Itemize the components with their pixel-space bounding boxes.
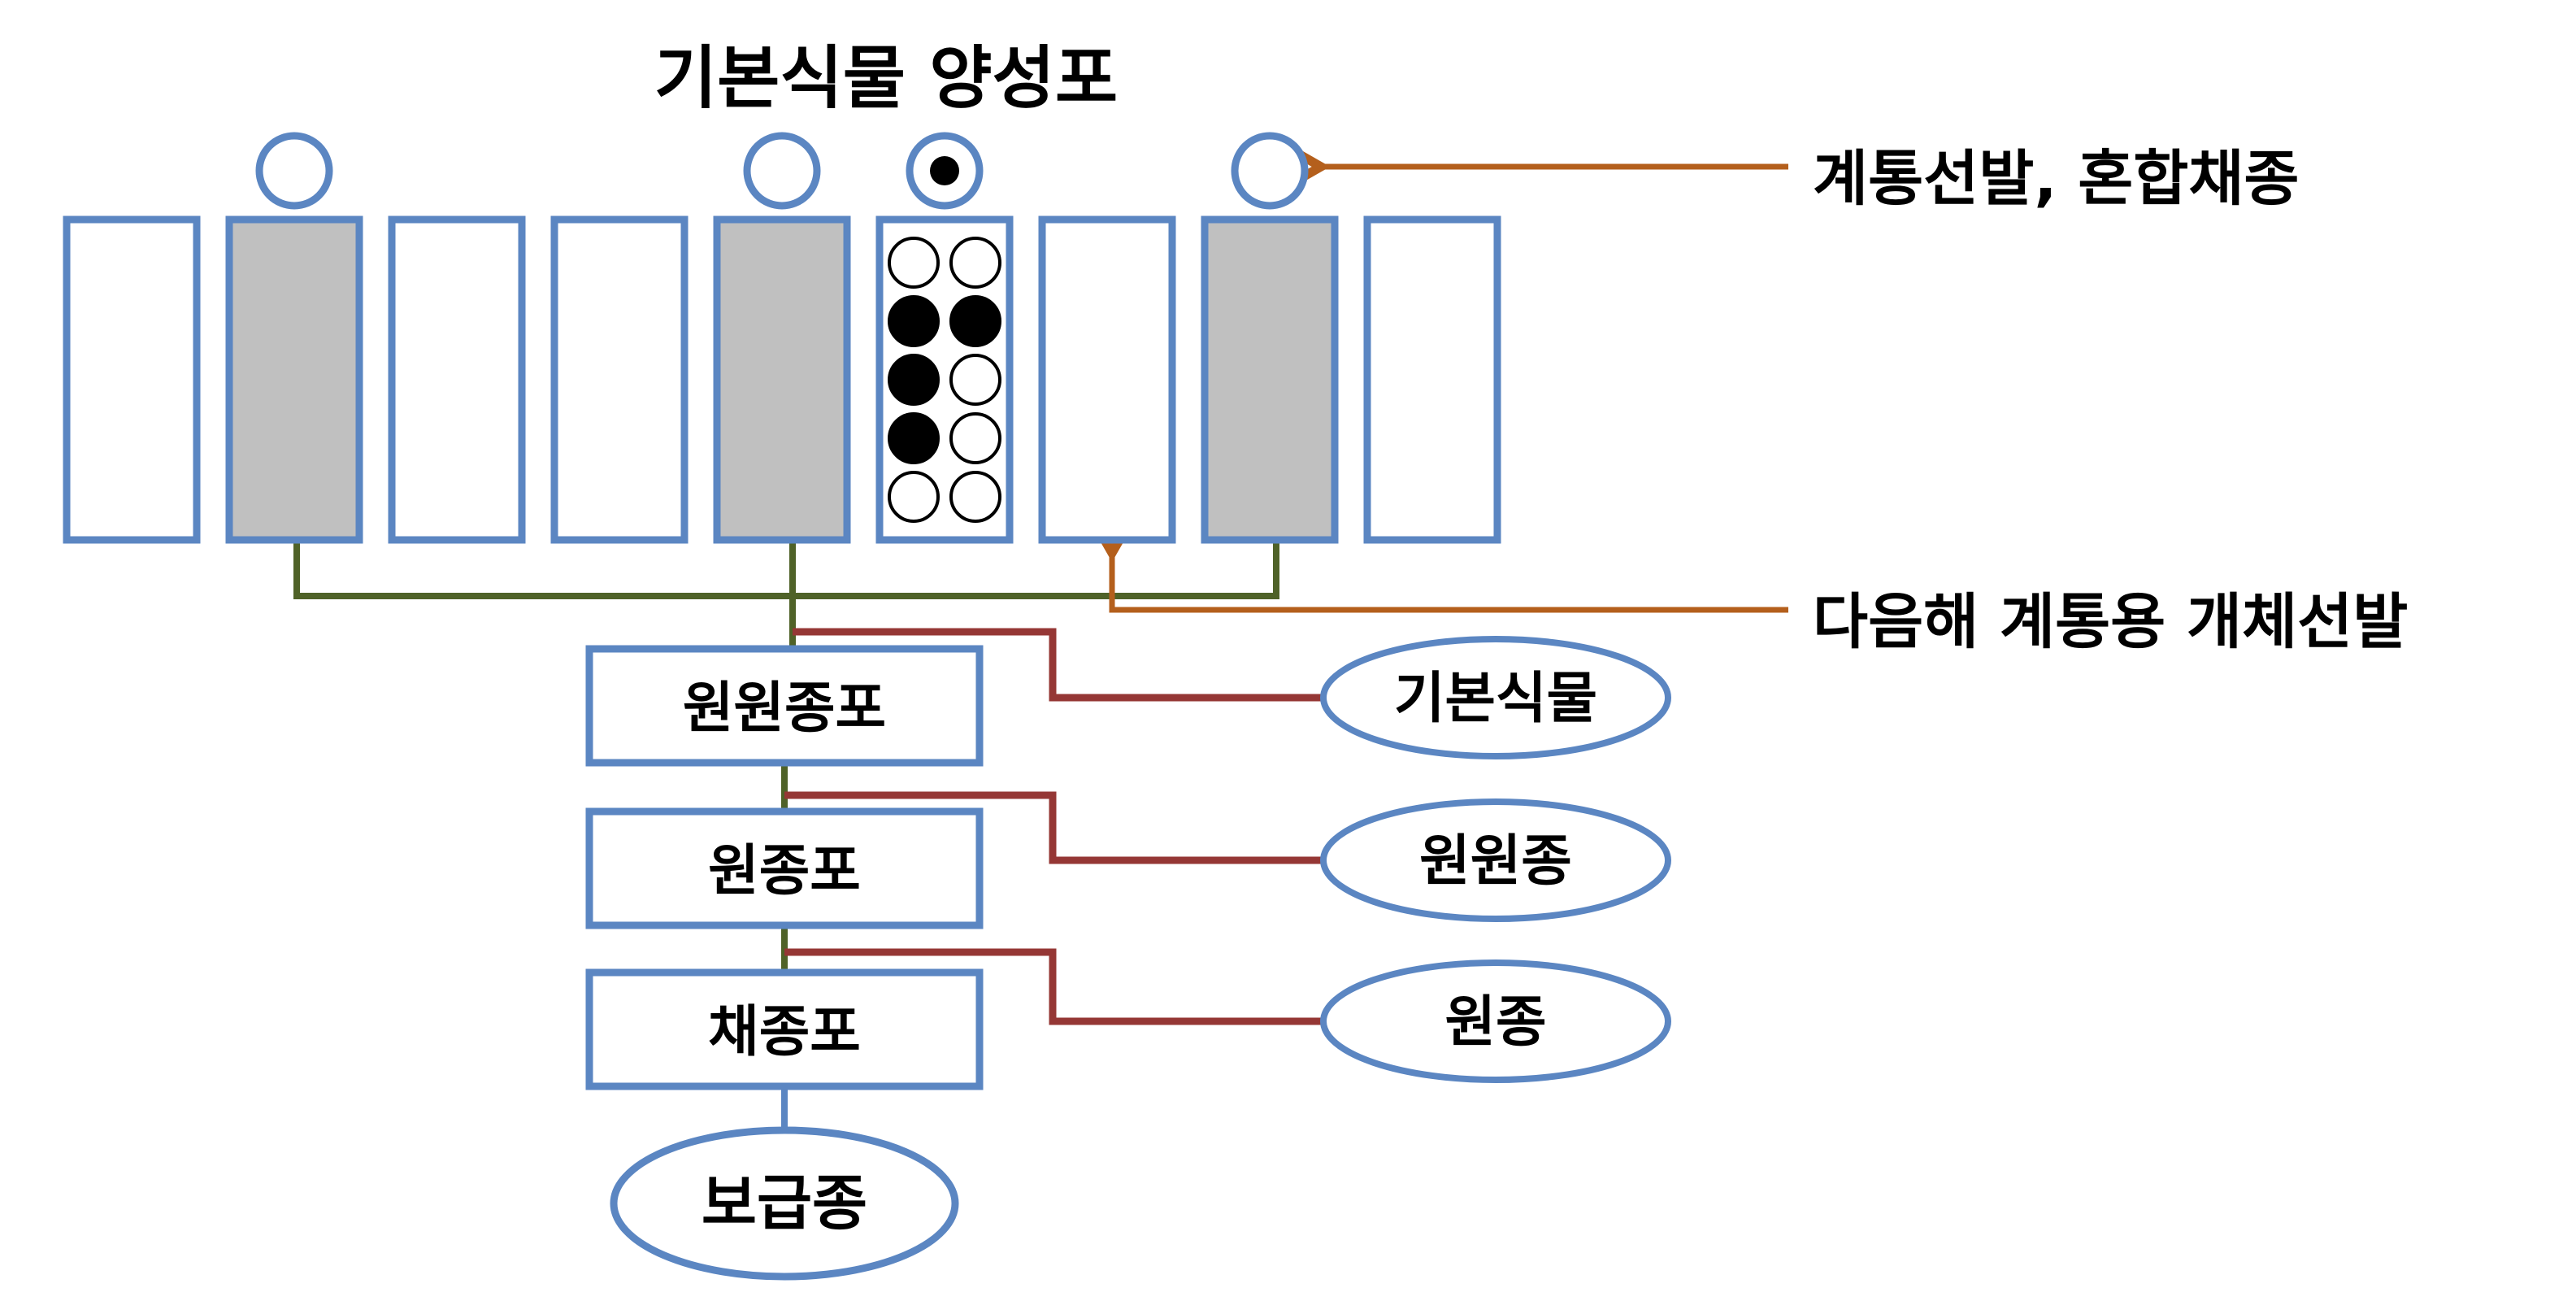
- nursery-plot: [1038, 215, 1176, 544]
- final-seed-label: 보급종: [702, 1168, 867, 1238]
- field-box: [585, 645, 984, 767]
- red-line-stage-3: [784, 948, 1325, 1025]
- annotation-line-selection: 계통선발, 혼합채종: [1813, 144, 2300, 214]
- field-label: 원원종포: [683, 677, 886, 741]
- red-line-stage-2: [784, 791, 1325, 864]
- selection-marker: [255, 132, 333, 210]
- open-plant-dot: [949, 471, 1001, 523]
- breeding-nursery: [63, 132, 1501, 544]
- field-box: [585, 807, 984, 929]
- selected-plot: [713, 215, 851, 544]
- selection-marker: [743, 132, 821, 210]
- title: 기본식물 양성포: [654, 38, 1118, 118]
- seed-label: 기본식물: [1394, 667, 1597, 731]
- field-label: 채종포: [708, 1000, 861, 1064]
- open-plant-dot: [888, 237, 940, 289]
- annotation-next-year-selection: 다음해 계통용 개체선발: [1813, 587, 2408, 657]
- seed-label: 원종: [1444, 990, 1546, 1055]
- seed-ellipse: [1320, 636, 1671, 759]
- nursery-plot: [1363, 215, 1501, 544]
- filled-plant-dot: [949, 295, 1001, 347]
- nursery-plot: [550, 215, 689, 544]
- seed-label: 원원종: [1419, 829, 1572, 894]
- open-plant-dot: [888, 471, 940, 523]
- open-plant-dot: [949, 412, 1001, 464]
- seed-ellipse: [1320, 798, 1671, 922]
- selected-plot: [225, 215, 363, 544]
- filled-plant-dot: [888, 295, 940, 347]
- field-label: 원종포: [708, 839, 861, 903]
- selection-marker-dot: [930, 156, 959, 185]
- nursery-plot: [63, 215, 201, 544]
- red-line-stage-1: [793, 628, 1325, 702]
- green-bracket: [293, 540, 1279, 599]
- selection-marker: [1231, 132, 1309, 210]
- open-plant-dot: [949, 354, 1001, 406]
- filled-plant-dot: [888, 412, 940, 464]
- open-plant-dot: [949, 237, 1001, 289]
- arrow-next-year-selection: [1085, 511, 1788, 613]
- nursery-plot: [388, 215, 526, 544]
- field-box: [585, 968, 984, 1090]
- selected-plot: [1201, 215, 1339, 544]
- filled-plant-dot: [888, 354, 940, 406]
- seed-ellipse: [1320, 959, 1671, 1083]
- final-seed-ellipse: [610, 1126, 959, 1281]
- connector-lines: [293, 540, 1325, 1138]
